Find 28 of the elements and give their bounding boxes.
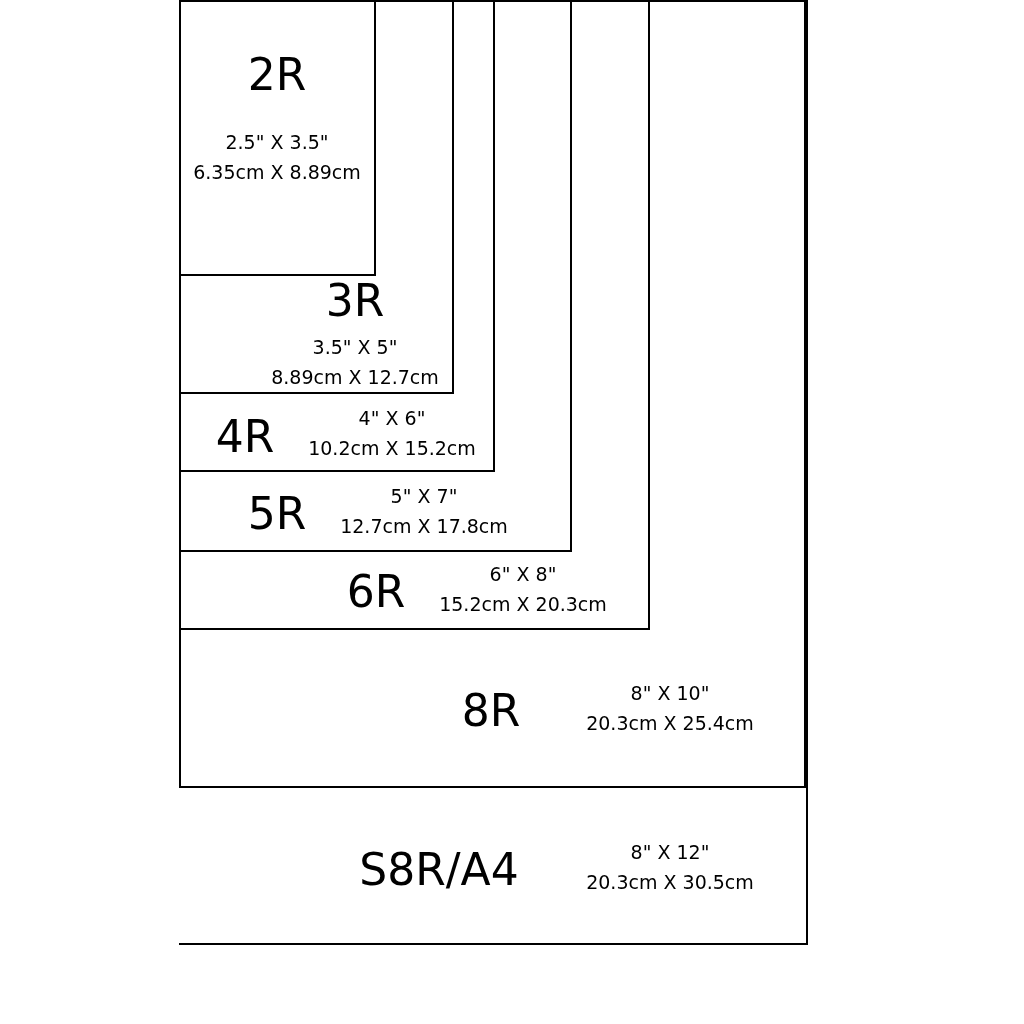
metric-size-text: 20.3cm X 25.4cm — [586, 711, 754, 736]
size-name: S8R/A4 — [359, 846, 519, 894]
inch-size-text: 8" X 10" — [630, 681, 710, 706]
inch-size-text: 6" X 8" — [489, 562, 557, 587]
inch-size-text: 5" X 7" — [390, 484, 458, 509]
size-name: 3R — [325, 277, 385, 325]
metric-size-text: 6.35cm X 8.89cm — [193, 160, 361, 185]
print-size-frame — [181, 2, 495, 472]
metric-size-text: 8.89cm X 12.7cm — [271, 365, 439, 390]
print-size-frame — [181, 2, 376, 276]
print-size-frame — [181, 2, 454, 394]
inch-size-text: 4" X 6" — [358, 406, 426, 431]
size-name: 5R — [247, 490, 307, 538]
print-size-frame — [181, 2, 650, 630]
size-name: 2R — [247, 51, 307, 99]
size-name: 6R — [346, 568, 406, 616]
print-size-frame — [181, 2, 572, 552]
inch-size-text: 2.5" X 3.5" — [225, 130, 329, 155]
metric-size-text: 12.7cm X 17.8cm — [340, 514, 508, 539]
size-name: 4R — [215, 413, 275, 461]
metric-size-text: 10.2cm X 15.2cm — [308, 436, 476, 461]
inch-size-text: 8" X 12" — [630, 840, 710, 865]
metric-size-text: 15.2cm X 20.3cm — [439, 592, 607, 617]
metric-size-text: 20.3cm X 30.5cm — [586, 870, 754, 895]
size-name: 8R — [461, 687, 521, 735]
inch-size-text: 3.5" X 5" — [312, 335, 398, 360]
print-size-frame — [179, 0, 808, 945]
print-size-frame — [179, 2, 806, 788]
